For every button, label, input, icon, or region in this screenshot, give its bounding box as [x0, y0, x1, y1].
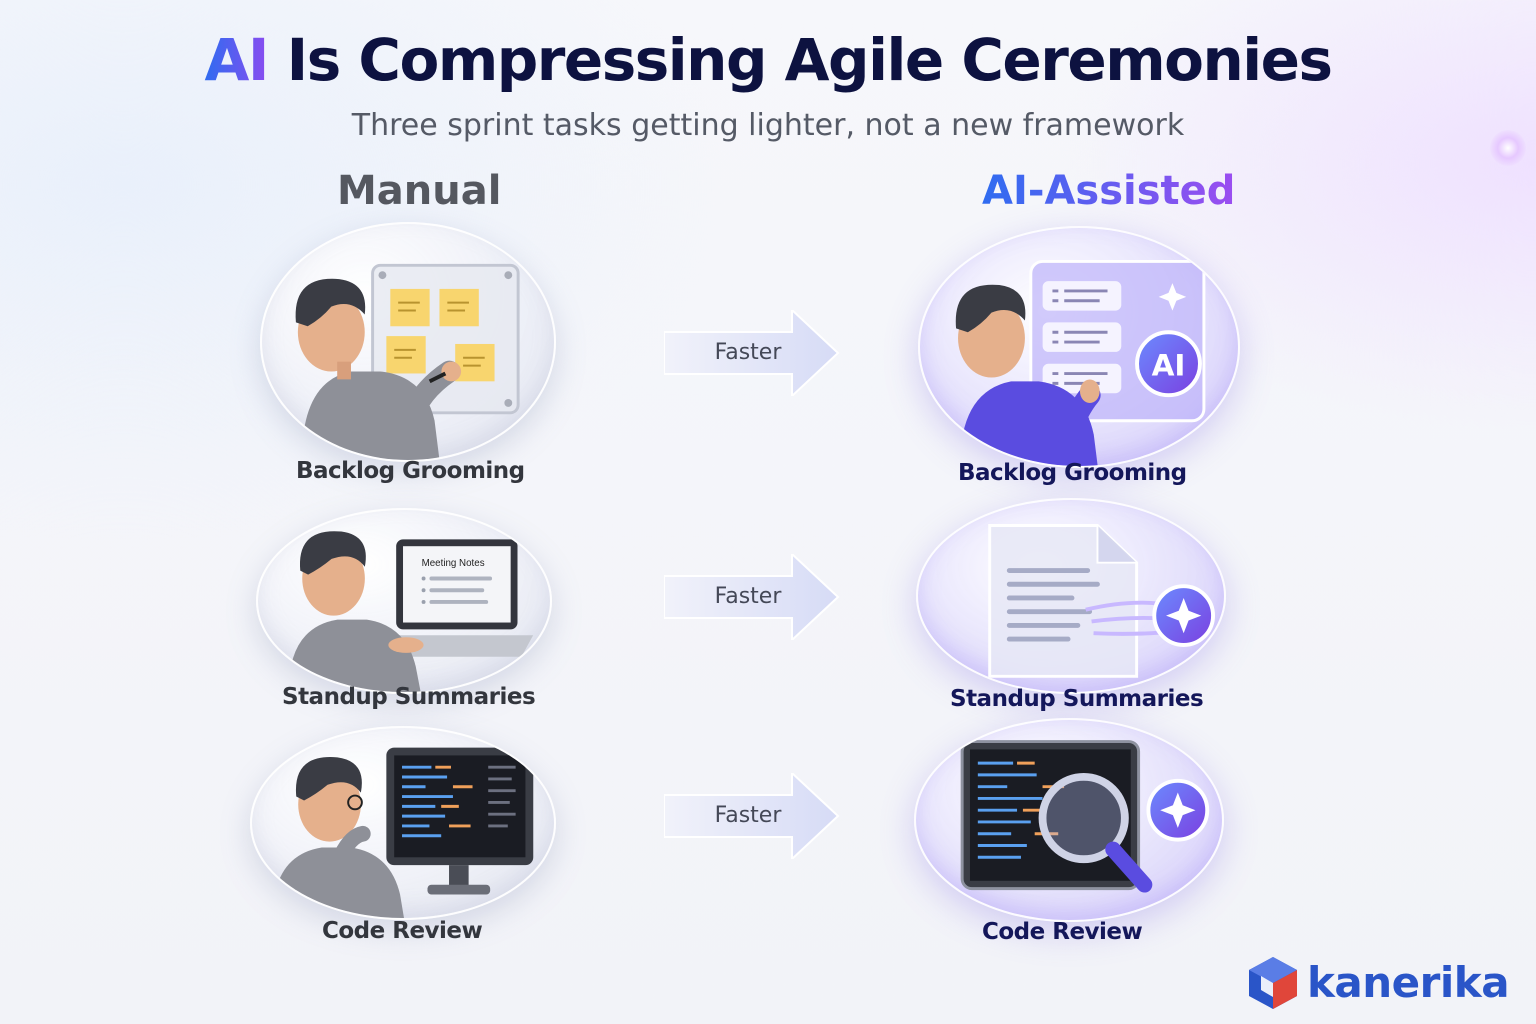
arrow-shape-3 — [664, 773, 840, 859]
sticky-board-illustration — [295, 263, 520, 460]
manual-label-backlog: Backlog Grooming — [296, 458, 525, 484]
page-subtitle: Three sprint tasks getting lighter, not … — [351, 108, 1185, 143]
manual-label-code-review: Code Review — [322, 918, 483, 944]
ai-label-code-review: Code Review — [982, 919, 1143, 945]
arrow-shape-1 — [664, 310, 840, 396]
ai-badge-text: AI — [1152, 349, 1186, 383]
column-header-manual: Manual — [337, 168, 502, 214]
manual-code-review-illustration — [250, 726, 556, 920]
monitor-illustration — [272, 747, 534, 918]
faster-arrow-1: Faster — [664, 310, 840, 396]
ai-document-illustration — [988, 524, 1215, 678]
ai-label-standup: Standup Summaries — [950, 686, 1204, 712]
manual-backlog-illustration — [260, 222, 556, 462]
ai-code-review-illustration — [914, 718, 1224, 922]
page-title: AI Is Compressing Agile Ceremonies — [0, 26, 1536, 94]
cube-logo-icon — [1249, 957, 1297, 1009]
manual-standup-illustration: Meeting Notes — [256, 508, 552, 694]
arrow-shape-2 — [664, 554, 840, 640]
column-header-ai-assisted: AI-Assisted — [982, 168, 1236, 214]
laptop-screen-title: Meeting Notes — [422, 558, 485, 569]
title-rest: Is Compressing Agile Ceremonies — [267, 26, 1333, 94]
corner-glow — [1490, 130, 1526, 166]
ai-board-illustration: AI — [955, 259, 1206, 466]
manual-label-standup: Standup Summaries — [282, 684, 536, 710]
title-highlight: AI — [204, 26, 269, 94]
arrow-label-1: Faster — [714, 340, 782, 365]
laptop-illustration: Meeting Notes — [288, 531, 534, 692]
ai-label-backlog: Backlog Grooming — [958, 460, 1187, 486]
faster-arrow-2: Faster — [664, 554, 840, 640]
arrow-label-2: Faster — [714, 584, 782, 609]
brand-logo: kanerika — [1247, 955, 1510, 1011]
faster-arrow-3: Faster — [664, 773, 840, 859]
ai-backlog-illustration: AI — [918, 226, 1240, 468]
brand-name: kanerika — [1307, 958, 1510, 1007]
ai-magnifier-illustration — [960, 740, 1210, 893]
arrow-label-3: Faster — [714, 803, 782, 828]
ai-standup-illustration — [916, 498, 1226, 694]
